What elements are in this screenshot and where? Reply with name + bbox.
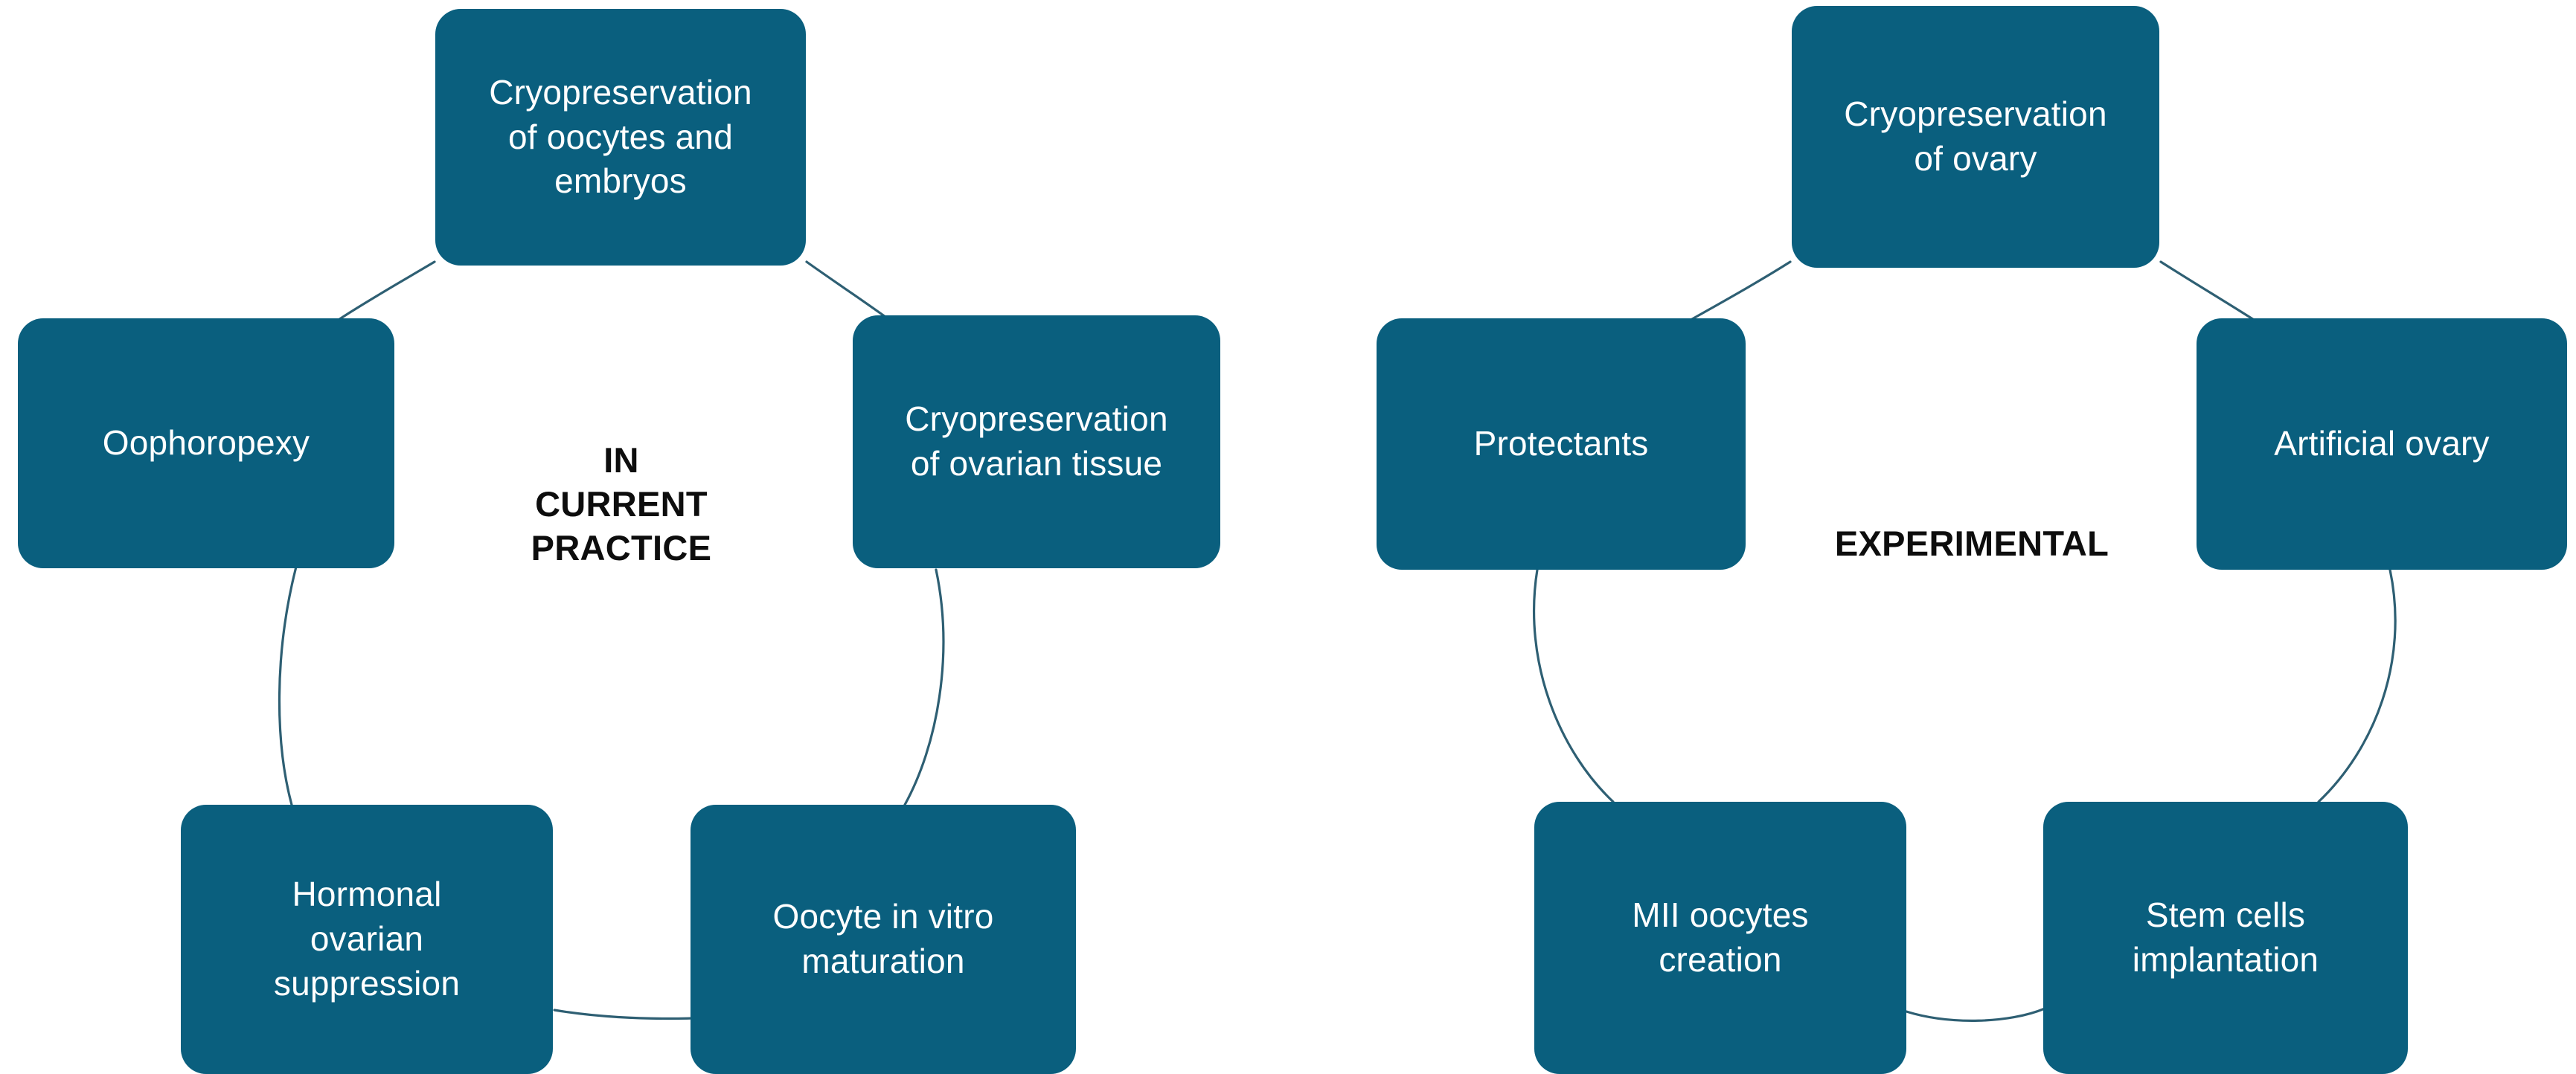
node-label: Cryopreservation of ovarian tissue [905,399,1168,483]
node-label: Stem cells implantation [2132,895,2319,979]
cluster-title-experimental: EXPERIMENTAL [1834,524,2109,563]
node-mii-oocytes-creation[interactable]: MII oocytes creation [1534,802,1906,1074]
node-label: Oophoropexy [102,423,310,463]
arc-right-right-to-bottom [2317,568,2397,803]
cluster-title-in-current-practice: IN CURRENT PRACTICE [531,440,712,567]
node-cryopreservation-of-oocytes-and-embryos[interactable]: Cryopreservation of oocytes and embryos [435,9,806,266]
node-cryopreservation-of-ovarian-tissue[interactable]: Cryopreservation of ovarian tissue [853,315,1220,568]
arc-left-right-to-bottom [903,568,945,806]
node-oophoropexy[interactable]: Oophoropexy [18,318,394,568]
node-hormonal-ovarian-suppression[interactable]: Hormonal ovarian suppression [181,805,553,1074]
node-protectants[interactable]: Protectants [1377,318,1746,570]
node-label: Oocyte in vitro maturation [772,897,994,980]
node-label: Protectants [1473,424,1649,463]
arc-right-bottom-link [1905,1007,2046,1022]
node-cryopreservation-of-ovary[interactable]: Cryopreservation of ovary [1792,6,2159,268]
node-label: Cryopreservation of oocytes and embryos [489,72,752,201]
node-stem-cells-implantation[interactable]: Stem cells implantation [2043,802,2408,1074]
node-label: Artificial ovary [2274,424,2490,463]
arc-right-left-to-bottom [1532,568,1615,803]
arc-left-left-to-bottom [278,565,298,806]
node-oocyte-in-vitro-maturation[interactable]: Oocyte in vitro maturation [691,805,1076,1074]
node-label: MII oocytes creation [1632,895,1809,979]
node-artificial-ovary[interactable]: Artificial ovary [2197,318,2567,570]
node-label: Hormonal ovarian suppression [273,875,461,1003]
node-label: Cryopreservation of ovary [1844,94,2107,178]
